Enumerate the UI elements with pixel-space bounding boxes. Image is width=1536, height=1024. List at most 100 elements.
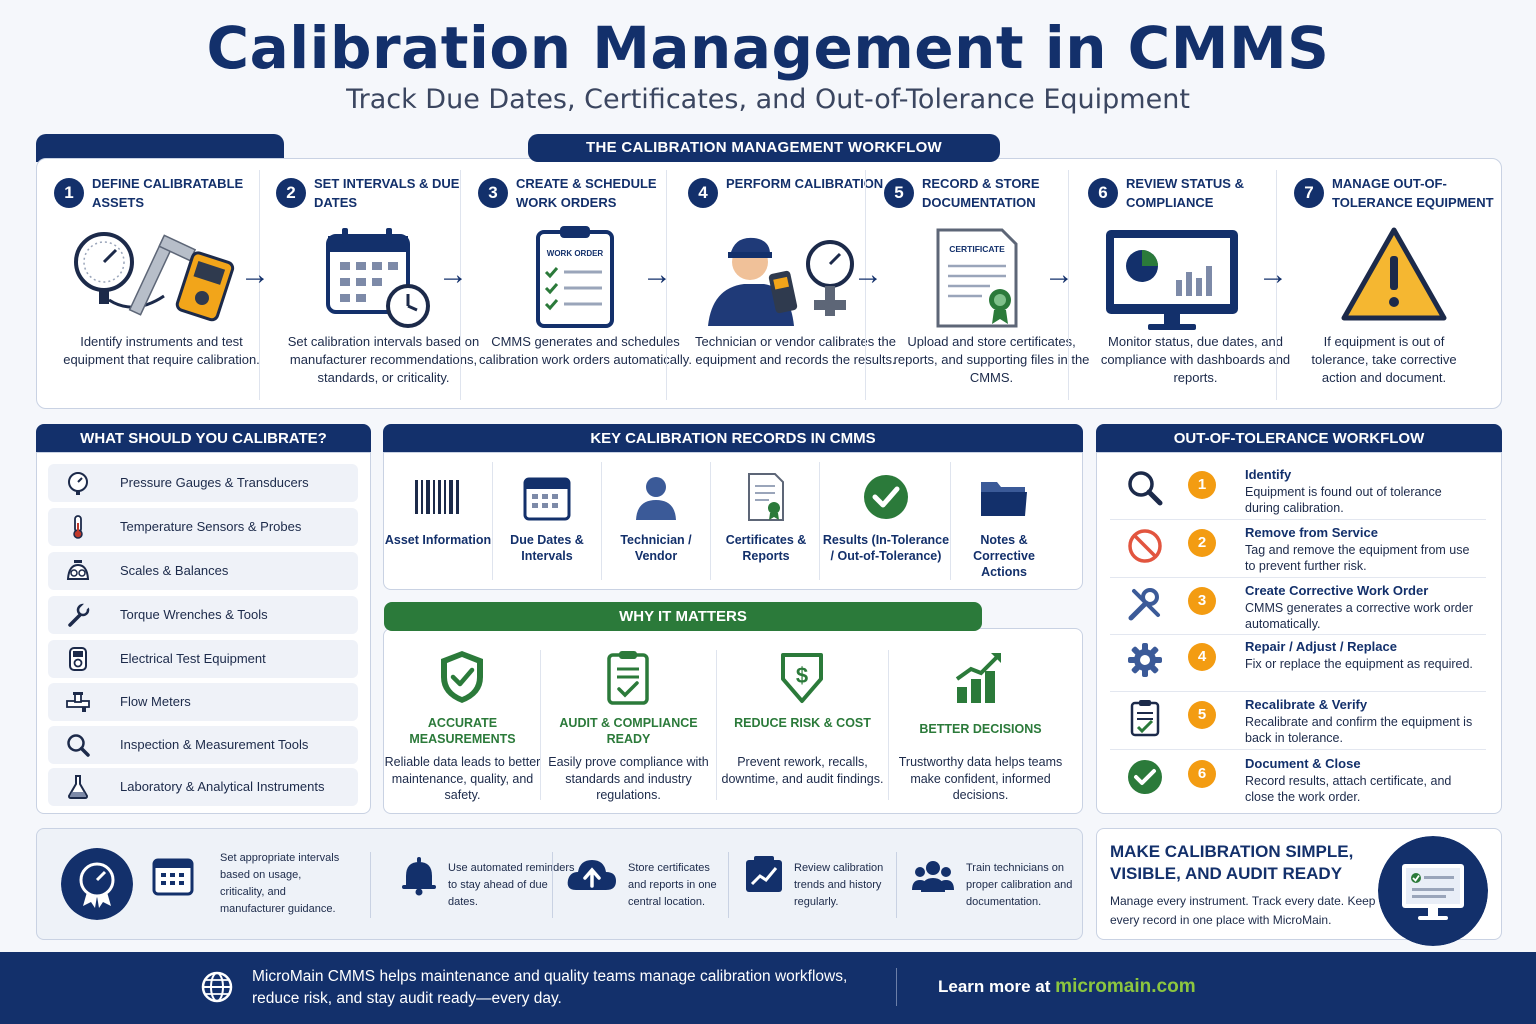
records-header: KEY CALIBRATION RECORDS IN CMMS [383,424,1083,454]
record-divider [710,462,711,580]
step-title: REVIEW STATUS & COMPLIANCE [1126,176,1244,210]
oot-step-title: Repair / Adjust / Replace [1245,639,1397,654]
scale-icon [66,560,90,580]
step-number: 2 [276,178,306,208]
check-circle-icon [1128,760,1162,794]
page-title: Calibration Management in CMMS [206,14,1330,82]
footer-cta: Learn more at micromain.com [938,976,1196,998]
step-description: Set calibration intervals based on manuf… [287,334,480,385]
record-item: Asset Information [384,462,492,582]
oot-step: 4 Repair / Adjust / Replace Fix or repla… [1110,639,1488,695]
why-description: Prevent rework, recalls, downtime, and a… [721,755,884,786]
computer-check-icon [1378,836,1488,946]
records-panel [383,452,1083,590]
tip-divider [370,852,371,918]
step-number: 5 [884,178,914,208]
step-title: RECORD & STORE DOCUMENTATION [922,176,1040,210]
step-number: 4 [688,178,718,208]
oot-step-title: Document & Close [1245,756,1361,771]
calendar-icon [152,858,194,896]
oot-step: 6 Document & Close Record results, attac… [1110,756,1488,812]
workflow-step-6: 6 REVIEW STATUS & COMPLIANCE Monitor sta… [1088,170,1303,402]
calibrate-item-label: Inspection & Measurement Tools [120,737,309,752]
step-divider [460,170,461,400]
gauge-caliper-meter-icon [74,232,235,322]
oot-divider [1110,634,1486,635]
footer [0,952,1536,1024]
oot-step-title: Create Corrective Work Order [1245,583,1429,598]
flow-meter-icon [66,692,90,712]
why-description: Trustworthy data helps teams make confid… [898,755,1063,802]
step-number: 1 [54,178,84,208]
bell-icon [402,857,436,896]
step-number: 6 [1088,178,1118,208]
record-label: Asset Information [384,533,492,547]
calendar-clock-icon [326,228,430,328]
arrow-right-icon: → [1044,258,1074,291]
calibrate-item: Temperature Sensors & Probes [48,508,358,546]
prohibited-icon [1128,529,1162,563]
magnifier-icon [67,734,90,757]
step-description: CMMS generates and schedules calibration… [479,334,692,367]
why-title: ACCURATE MEASUREMENTS [409,716,516,746]
oot-header: OUT-OF-TOLERANCE WORKFLOW [1096,424,1502,454]
footer-divider [896,968,897,1006]
oot-step-title: Remove from Service [1245,525,1378,540]
oot-divider [1110,691,1486,692]
calibrate-item-label: Scales & Balances [120,563,229,578]
arrow-right-icon: → [438,258,468,291]
arrow-right-icon: → [853,258,883,291]
workflow-step-2: 2 SET INTERVALS & DUE DATES Set calibrat… [276,170,491,402]
calibrate-item-label: Pressure Gauges & Transducers [120,475,309,490]
cta-description: Manage every instrument. Track every dat… [1110,894,1376,927]
oot-divider [1110,519,1486,520]
workflow-step-3: 3 CREATE & SCHEDULE WORK ORDERS WORK ORD… [478,170,693,402]
thermometer-icon [73,515,83,539]
footer-text: MicroMain CMMS helps maintenance and qua… [252,968,848,1007]
search-icon [1128,471,1163,506]
dollar-shield-icon: $ [781,653,823,703]
arrow-right-icon: → [642,258,672,291]
footer-link[interactable]: micromain.com [1055,976,1196,997]
oot-step-number: 6 [1188,760,1216,788]
clipboard-check-icon [1130,700,1160,737]
record-label: Due Dates & Intervals [510,533,584,563]
step-divider [666,170,667,400]
calibrate-item: Flow Meters [48,683,358,721]
oot-step-description: Record results, attach certificate, and … [1245,774,1452,804]
step-description: Technician or vendor calibrates the equi… [695,334,896,367]
shield-check-icon [441,651,483,703]
record-divider [950,462,951,580]
tip-divider [896,852,897,918]
record-divider [601,462,602,580]
calibrate-item: Electrical Test Equipment [48,640,358,678]
record-item: Notes & Corrective Actions [952,462,1056,582]
oot-divider [1110,577,1486,578]
calibrate-header: WHAT SHOULD YOU CALIBRATE? [36,424,371,454]
record-label: Certificates & Reports [725,533,807,563]
cloud-upload-icon [567,860,616,890]
workflow-step-7: 7 MANAGE OUT-OF-TOLERANCE EQUIPMENT If e… [1294,170,1494,402]
arrow-right-icon: → [240,258,270,291]
why-header: WHY IT MATTERS [384,602,982,631]
step-divider [865,170,866,400]
globe-icon [201,971,233,1003]
calibrate-item-label: Flow Meters [120,694,191,709]
certificate-icon: CERTIFICATE [936,228,1018,328]
oot-step-description: Tag and remove the equipment from use to… [1245,543,1470,573]
page-subtitle: Track Due Dates, Certificates, and Out-o… [346,84,1190,115]
oot-step-description: Equipment is found out of tolerance duri… [1245,485,1442,515]
oot-step-number: 3 [1188,587,1216,615]
flask-icon [68,775,88,799]
step-divider [1068,170,1069,400]
wrench-icon [68,603,90,627]
why-divider [540,650,541,800]
record-label: Technician / Vendor [620,533,692,563]
tip-text: Set appropriate intervals based on usage… [220,852,340,915]
oot-step-description: Recalibrate and confirm the equipment is… [1245,715,1473,745]
oot-step-title: Recalibrate & Verify [1245,697,1368,712]
tools-icon [1128,588,1160,621]
why-description: Reliable data leads to better maintenanc… [384,755,541,802]
tip-divider [728,852,729,918]
oot-step-description: Fix or replace the equipment as required… [1245,657,1473,671]
